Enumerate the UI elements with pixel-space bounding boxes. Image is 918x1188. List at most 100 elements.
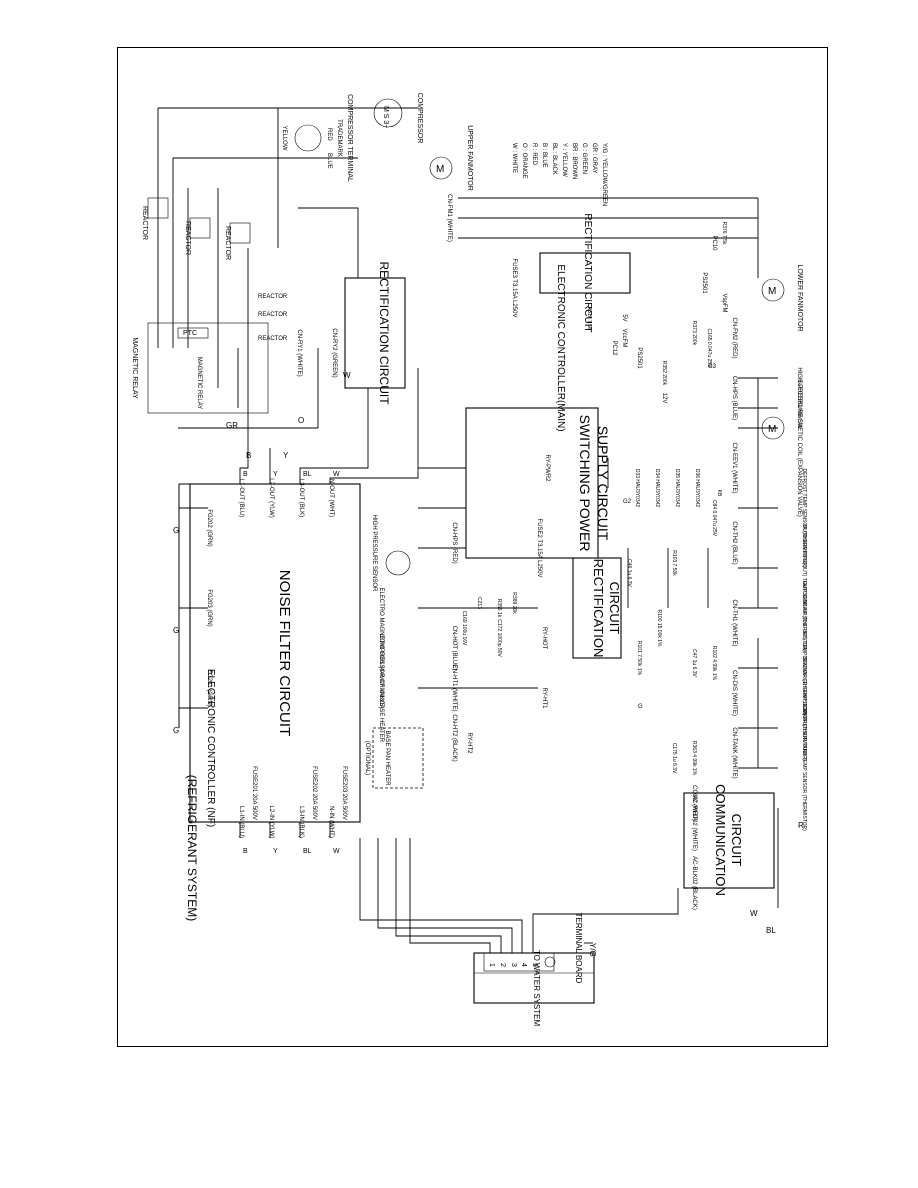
wiring-lines — [157, 107, 779, 953]
c84-label: C84 0.047u 25V — [711, 500, 717, 537]
vccfm-label: VccFM — [621, 329, 627, 348]
r101-label: R101 7.50k 1% — [636, 641, 642, 676]
terminal-label: TO WATER SYSTEM — [532, 950, 541, 1027]
upper-fan-m: M — [436, 164, 444, 175]
magnetic-relay-label-2: MAGNETIC RELAY — [196, 357, 202, 410]
vspfm-label: VspFM — [721, 293, 727, 312]
lower-fanmotor-label: LOWER FANMOTOR — [796, 264, 803, 331]
optional-label: (OPTIONAL) — [364, 741, 370, 775]
nf-output-wire-y: Y — [273, 471, 278, 478]
ry-pwr-label: RY-PWR2 — [544, 454, 550, 482]
diagram-frame: NOISE FILTER CIRCUIT RECTIFICATION CIRCU… — [117, 47, 828, 1047]
reactor-label-1: REACTOR — [141, 206, 148, 240]
legend-entry: BL : BLACK — [551, 143, 557, 175]
fuse202-label: FUSE202 20A 500V — [311, 766, 317, 820]
switching-power-box — [465, 407, 599, 559]
reactor-label-6: REACTOR — [258, 336, 288, 342]
fg203-label: FG203 (GRN) — [206, 589, 212, 626]
cnfm2-label: CN-FM2 (RED) — [731, 318, 737, 359]
wiring-diagram: NOISE FILTER CIRCUIT RECTIFICATION CIRCU… — [131, 93, 807, 1027]
cndis-label: CN-DIS (WHITE) — [731, 670, 737, 716]
communication-label-2: CIRCUIT — [729, 814, 744, 867]
c165-label: C165 0.047u 25V — [706, 329, 712, 369]
v5-label: 5V — [621, 314, 627, 321]
r102-label: R102 4.99k 1% — [711, 646, 717, 681]
nf-controller-title: ELECTRONIC CONTROLLER (NF) — [205, 669, 216, 827]
wire-letter-gr: GR — [226, 421, 238, 430]
wire-letter-w-1: W — [750, 909, 758, 918]
noise-filter-label: NOISE FILTER CIRCUIT — [276, 570, 293, 736]
c172-label: C172 1000p 50V — [496, 619, 502, 657]
acwht-label: AC-WHT02 (WHITE) — [691, 795, 697, 851]
comp-tank-label: COMPRESSOR TANK TEMP SENSOR (THERMISTOR) — [801, 705, 807, 831]
d35-label: D35 HAU3Y0342 — [674, 469, 680, 508]
cneev-label: CN-EEV1 (WHITE) — [731, 443, 737, 494]
g2-label: G2 — [623, 499, 632, 505]
comp-heater-label: COMPRESSOR CRANKCASE HEATER — [378, 634, 384, 743]
outdoor-pipe-label: OUTDOOR PIPE(OUT) TEMP SENSOR (THERMISTO… — [801, 524, 807, 652]
nf-input-wire-w: W — [333, 848, 340, 855]
cnhps2-label: CN-HPS (RED) — [451, 522, 457, 563]
cnfm1-label: CN-FM1 (WHITE) — [446, 194, 452, 242]
hp-sensor-label: HIGH PRESSURE SENSOR — [371, 515, 377, 592]
d33-label: D33 HAU3Y0342 — [634, 469, 640, 508]
legend-entry: BR : BROWN — [571, 143, 577, 179]
rectification-lower-label-2: CIRCUIT — [607, 582, 622, 635]
nf-output-n: N-OUT (WHT) — [328, 479, 334, 517]
fuse3-label: FUSE3 T3.15A L250V — [511, 259, 517, 318]
ry-ht1-label: RY-HT1 — [541, 687, 547, 709]
nf-input-n: N-IN (WHT) — [328, 806, 334, 838]
fg201-label: FG201 (GRN) — [206, 669, 212, 706]
reactors: REACTOR REACTOR REACTOR REACTOR REACTOR … — [141, 197, 288, 342]
terminal-board-label: TERMINAL BOARD — [574, 913, 583, 984]
ground-g-1: G — [173, 726, 179, 735]
relay-group: MAGNETIC RELAY MAGNETIC RELAY PTC — [131, 322, 269, 414]
cnht2-label: CN-HT2 (BLACK) — [451, 714, 457, 761]
reactor-label-2: REACTOR — [184, 221, 191, 255]
pc12-label: PC12 — [611, 340, 617, 356]
r373-label: R373 200k — [691, 321, 697, 346]
r376-label: R376 7.5k — [721, 222, 727, 245]
lower-fan-m: M — [768, 286, 776, 297]
ps2501-label-1: PS2501 — [701, 272, 707, 294]
wire-letters: W R BL O GR Y B W — [226, 371, 804, 935]
cnry2-label: CN-RY2 (GREEN) — [331, 328, 337, 377]
switching-power-label-2: SUPPLY CIRCUIT — [595, 426, 611, 541]
wire-letter-b: B — [246, 451, 251, 460]
wire-letter-r: R — [798, 821, 804, 830]
nf-output-wire-w: W — [333, 471, 340, 478]
eev-m: M — [768, 424, 776, 435]
compressor-group: M S 3~ COMPRESSOR COMPRESSOR TERMINAL TR… — [281, 93, 423, 182]
d34-label: D34 HAU3Y0342 — [654, 469, 660, 508]
component-labels: HIGH PRESSURE SENSOR HIGH-PRESSURE SW M … — [364, 222, 807, 832]
nf-input-wire-b: B — [243, 848, 248, 855]
legend-entry: B : BLUE — [541, 143, 547, 168]
main-controller-title: ELECTRONIC CONTROLLER(MAIN) — [555, 264, 566, 431]
terminal-yellow: YELLOW — [281, 125, 287, 150]
c213-label: C213 — [476, 597, 482, 609]
kb-label: KB — [716, 490, 722, 497]
nf-output-wire-bl: BL — [303, 471, 312, 478]
legend-entry: G : GREEN — [581, 143, 587, 174]
fan-motors: M UPPER FANMOTOR M LOWER FANMOTOR — [429, 125, 803, 332]
terminal-yg: Y/G — [588, 943, 597, 957]
communication-label-1: COMMUNICATION — [713, 784, 728, 896]
cnhot-label: CN-HOT (BLUE) — [451, 626, 457, 671]
c169-label: C169 100u 16V — [461, 611, 467, 646]
ground-g-2: G — [173, 626, 179, 635]
connector-labels: CN-FM1 (WHITE) CN-FM2 (RED) CN-HPS (BLUE… — [296, 194, 737, 910]
noise-filter-box — [189, 483, 361, 823]
g-label: G — [638, 704, 643, 710]
rectification-top-box — [344, 277, 406, 389]
legend-entry: O : ORANGE — [521, 143, 527, 179]
r363-label: R363 4.99k 1% — [691, 741, 697, 776]
reactor-label-4: REACTOR — [258, 294, 288, 300]
ry-ht2-label: RY-HT2 — [466, 732, 472, 754]
defrost-label: DEFROST TEMP SENSOR (THERMISTOR) — [801, 468, 807, 567]
nf-input-l2: L2-IN (YLW) — [268, 806, 274, 839]
compressor-ms3: M S 3~ — [382, 106, 389, 128]
nf-input-wire-y: Y — [273, 848, 278, 855]
rectification-right-box — [539, 252, 631, 294]
g3-label: G3 — [708, 364, 717, 370]
nf-input-l1: L1-IN (BLU) — [238, 806, 244, 838]
